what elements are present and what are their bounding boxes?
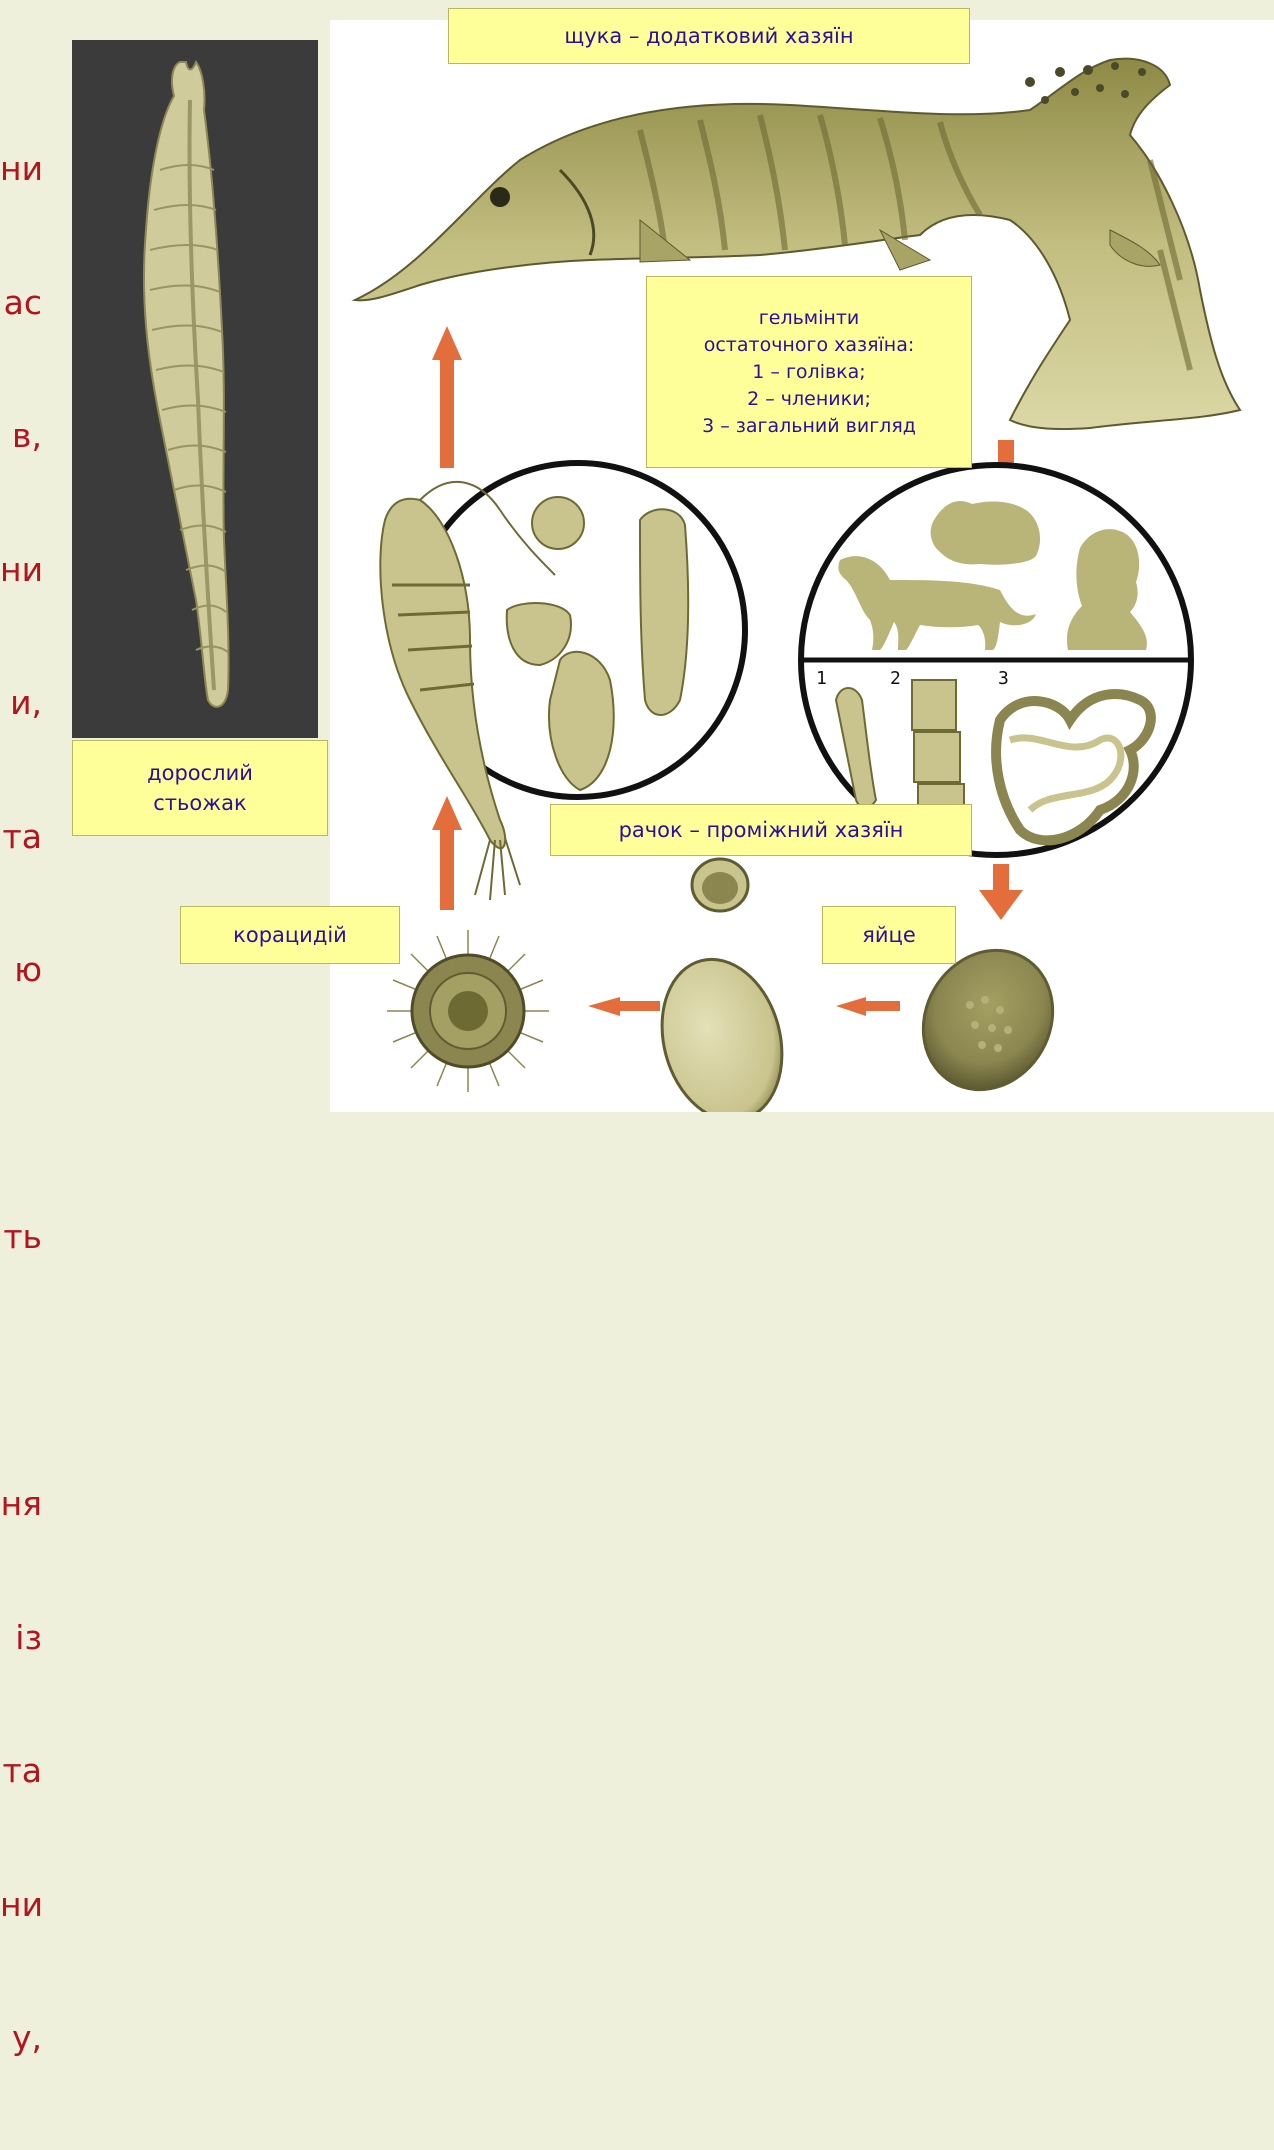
procercoid-stage-3	[640, 509, 688, 715]
coracidium-large	[387, 930, 549, 1092]
label-pike-additional-host: щука – додатковий хазяїн	[448, 8, 970, 64]
coracidium-core	[448, 991, 488, 1031]
pike-eye	[490, 187, 510, 207]
side-text-line	[0, 1349, 42, 1394]
hatched-egg-shell	[645, 946, 799, 1112]
side-text-line: та	[0, 1749, 42, 1794]
label-text: рачок – проміжний хазяїн	[619, 816, 904, 845]
label-crustacean-intermediate-host: рачок – проміжний хазяїн	[550, 804, 972, 856]
coracidium-small	[532, 497, 584, 549]
label-line: 2 – членики;	[747, 386, 871, 413]
side-text-line: у,	[0, 2016, 42, 2061]
label-line: стьожак	[153, 788, 246, 818]
side-text-line: із	[0, 1616, 42, 1661]
arrow-up-to-crustacean	[432, 796, 462, 910]
label-egg: яйце	[822, 906, 956, 964]
label-text: корацидій	[233, 921, 347, 950]
inset-number: 2	[890, 668, 901, 689]
label-helminths-definitive-host: гельмінти остаточного хазяїна: 1 – голів…	[646, 276, 972, 468]
label-line: 1 – голівка;	[752, 359, 865, 386]
inset-number: 3	[998, 668, 1009, 689]
inset-number: 1	[816, 668, 827, 689]
label-line: остаточного хазяїна:	[704, 332, 915, 359]
egg-operculum-inner	[702, 872, 738, 904]
side-text-line: ня	[0, 1482, 42, 1527]
side-text-line: ни	[0, 1883, 42, 1928]
hosts-stage-circle: 1 2 3	[801, 465, 1191, 855]
label-line: дорослий	[147, 758, 253, 788]
adult-tapeworm-photo	[72, 40, 318, 738]
label-text: яйце	[862, 921, 916, 950]
cat-silhouette	[931, 501, 1040, 565]
label-line: гельмінти	[759, 305, 859, 332]
label-adult-tapeworm: дорослий стьожак	[72, 740, 328, 836]
side-text-line: ть	[0, 1215, 42, 1260]
arrow-up-to-pike	[432, 326, 462, 468]
label-coracidium: корацидій	[180, 906, 400, 964]
label-text: щука – додатковий хазяїн	[564, 22, 853, 51]
arrow-down-to-egg	[979, 864, 1023, 920]
arrow-left-egg-to-shell	[836, 997, 900, 1016]
arrow-left-shell-to-coracidium	[588, 997, 660, 1016]
label-line: 3 – загальний вигляд	[702, 413, 916, 440]
slide: ни ас в, ни и, та ю ть ня із та ни у,	[0, 0, 1274, 1112]
